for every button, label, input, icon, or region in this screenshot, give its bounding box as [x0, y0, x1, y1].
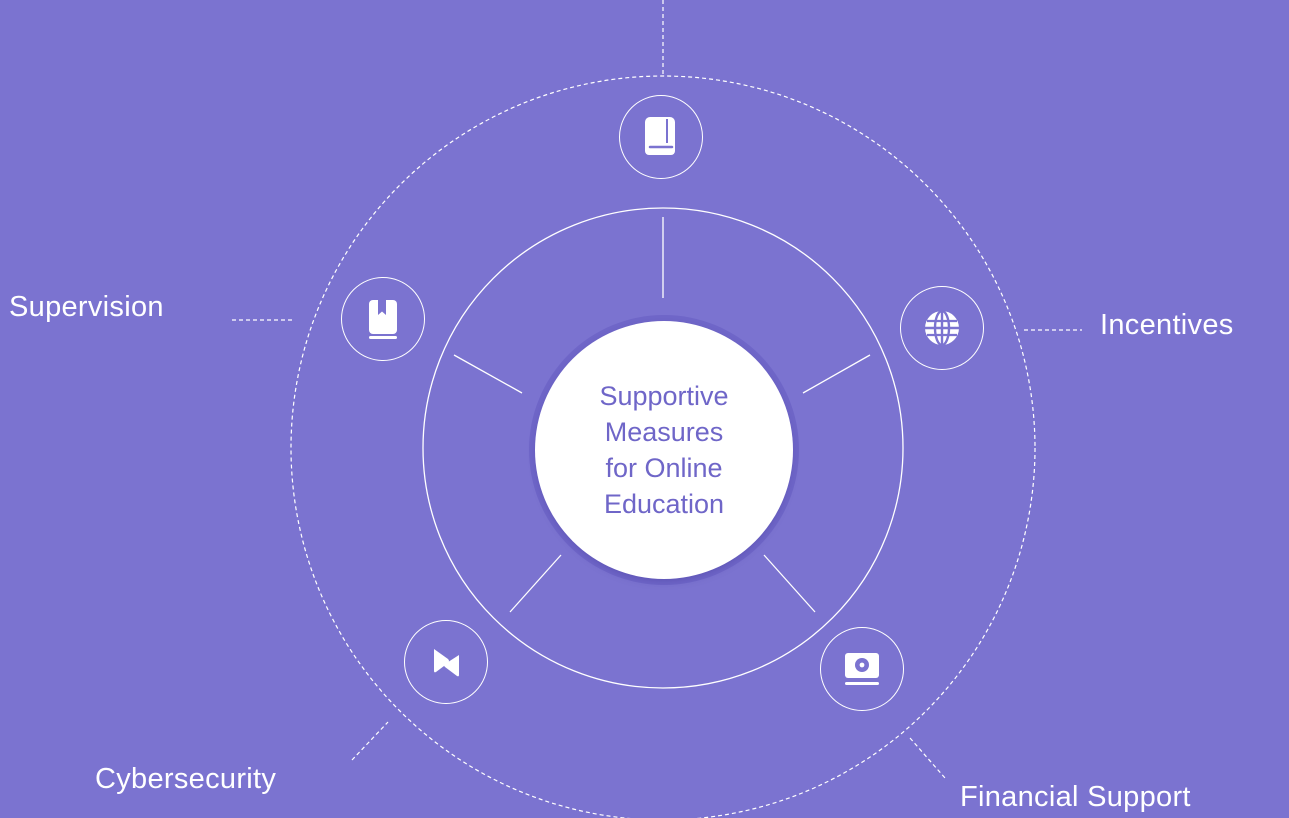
node-financial-support [820, 627, 904, 711]
central-topic-line-3: for Online [605, 453, 723, 483]
leader-financial [909, 737, 946, 779]
label-supervision: Supervision [9, 291, 164, 323]
spoke-bottom-left [509, 554, 562, 613]
central-hub: Supportive Measures for Online Education [529, 315, 799, 585]
central-hub-disc: Supportive Measures for Online Education [539, 325, 789, 575]
book-icon [645, 117, 675, 155]
central-topic-line-1: Supportive [599, 381, 729, 411]
leader-cybersecurity [351, 721, 389, 761]
label-incentives: Incentives [1100, 309, 1234, 341]
node-incentives [900, 286, 984, 370]
central-topic: Supportive Measures for Online Education [564, 378, 764, 522]
spoke-left [453, 354, 523, 394]
node-supervision [341, 277, 425, 361]
monitor-camera-icon [845, 653, 879, 685]
central-topic-line-2: Measures [604, 417, 724, 447]
spoke-bottom-right [763, 554, 816, 613]
spoke-right [802, 354, 871, 394]
label-financial-support: Financial Support [960, 781, 1191, 813]
globe-icon [925, 309, 959, 347]
central-topic-line-4: Education [603, 489, 725, 519]
outer-dashed-ring [290, 75, 1036, 818]
bowtie-play-icon [434, 649, 459, 677]
bookmark-book-icon [369, 300, 397, 339]
inner-ring [422, 207, 904, 689]
node-cybersecurity [404, 620, 488, 704]
label-cybersecurity: Cybersecurity [95, 763, 277, 795]
node-top [619, 95, 703, 179]
